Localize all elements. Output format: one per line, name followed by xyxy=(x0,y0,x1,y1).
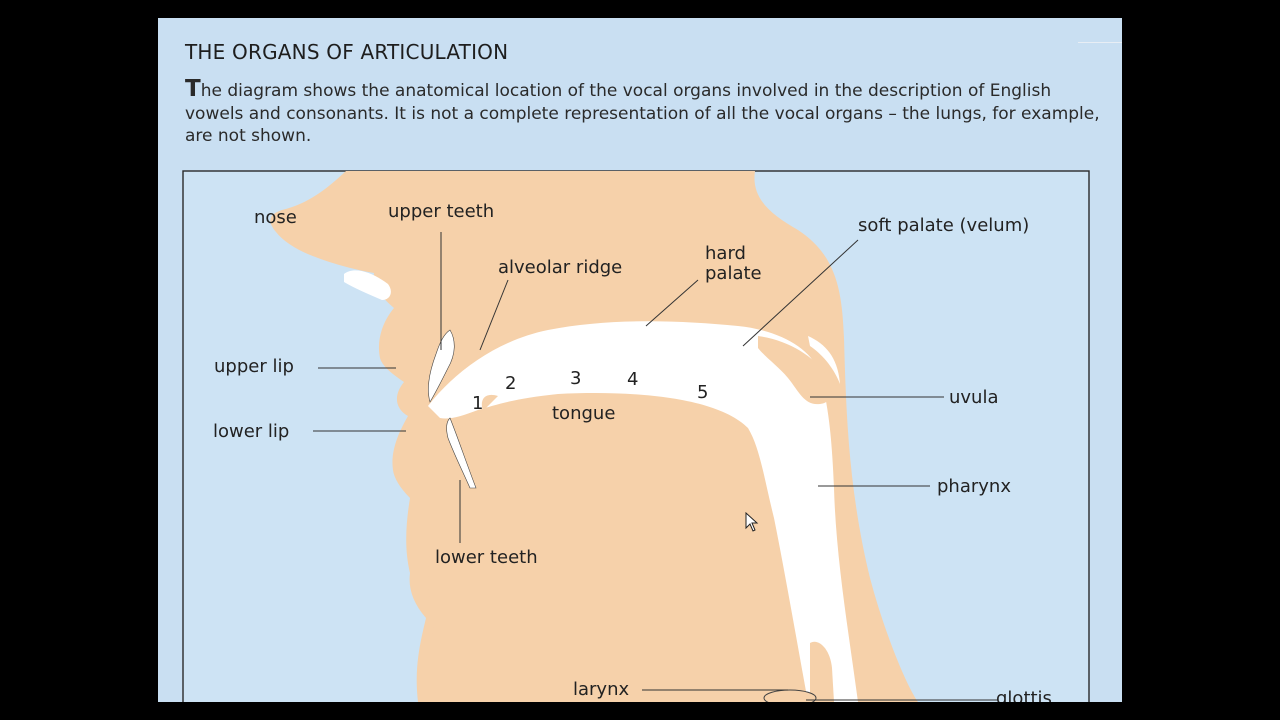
tongue-position-2: 2 xyxy=(505,373,516,394)
label-nose: nose xyxy=(254,207,297,228)
label-glottis: glottis xyxy=(996,688,1052,702)
leader-hard-palate xyxy=(645,279,699,327)
lower-incisor xyxy=(446,417,477,489)
articulation-diagram: nose upper teeth alveolar ridge hard pal… xyxy=(182,170,1090,702)
tongue-position-3: 3 xyxy=(570,368,581,389)
textbook-page: THE ORGANS OF ARTICULATION The diagram s… xyxy=(158,18,1122,702)
tongue-position-4: 4 xyxy=(627,369,638,390)
nostril xyxy=(344,270,391,300)
label-larynx: larynx xyxy=(573,679,629,700)
drop-cap: T xyxy=(185,76,201,102)
label-uvula: uvula xyxy=(949,387,999,408)
label-upper-lip: upper lip xyxy=(214,356,294,377)
uvula-shape xyxy=(808,336,840,384)
glottis-shape xyxy=(763,689,817,702)
label-hard-palate-1: hard xyxy=(705,243,746,264)
tongue-position-5: 5 xyxy=(697,382,708,403)
leader-lines xyxy=(313,232,998,701)
oral-cavity xyxy=(428,321,858,702)
intro-text: he diagram shows the anatomical location… xyxy=(185,81,1100,146)
tongue-position-1: 1 xyxy=(472,393,483,414)
label-alveolar-ridge: alveolar ridge xyxy=(498,257,622,278)
label-tongue: tongue xyxy=(552,403,615,424)
label-soft-palate: soft palate (velum) xyxy=(858,215,1029,236)
leader-alveolar-ridge xyxy=(479,279,509,351)
label-pharynx: pharynx xyxy=(937,476,1011,497)
page-title: THE ORGANS OF ARTICULATION xyxy=(185,40,509,64)
upper-incisor xyxy=(428,329,455,403)
label-lower-teeth: lower teeth xyxy=(435,547,538,568)
soft-palate-shape xyxy=(758,336,832,405)
label-upper-teeth: upper teeth xyxy=(388,201,494,222)
label-hard-palate-2: palate xyxy=(705,263,762,284)
tongue xyxy=(416,394,778,702)
intro-paragraph: The diagram shows the anatomical locatio… xyxy=(185,78,1105,148)
title-rule xyxy=(1078,42,1122,43)
larynx-shape xyxy=(810,641,834,702)
leader-soft-palate xyxy=(742,239,859,347)
label-lower-lip: lower lip xyxy=(213,421,289,442)
